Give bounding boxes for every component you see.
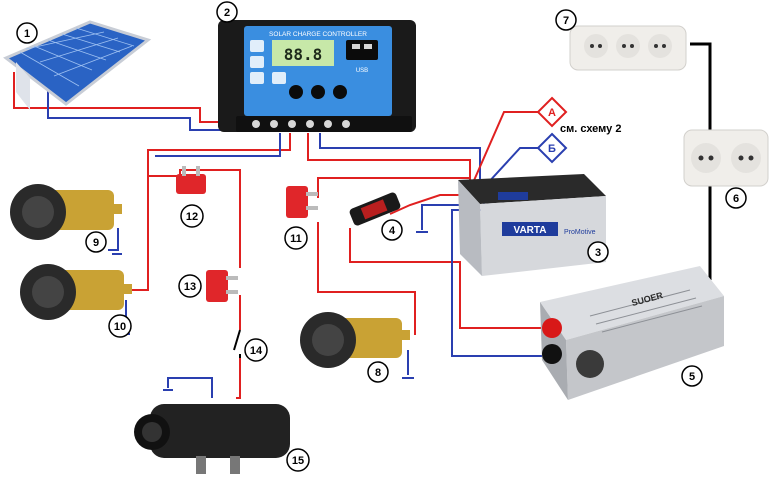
controller-button-right[interactable]: [333, 85, 347, 99]
wire-battery-fuse4: [389, 194, 470, 215]
callout-14: 14: [244, 338, 268, 362]
callout-6: 6: [725, 187, 747, 209]
callout-12: 12: [180, 204, 204, 228]
svg-text:9: 9: [93, 237, 99, 249]
svg-text:2: 2: [224, 7, 230, 19]
controller-title: SOLAR CHARGE CONTROLLER: [269, 31, 367, 38]
solar-panel: [3, 20, 152, 110]
marker-a-label: А: [548, 107, 556, 119]
svg-text:11: 11: [290, 233, 302, 245]
wire-marker-a: [471, 111, 540, 186]
wire-controller-load-negative: [155, 133, 281, 157]
marker-b: Б: [536, 132, 568, 164]
wire-ac-outlet6-outlet7: [690, 42, 712, 130]
svg-text:6: 6: [733, 193, 739, 205]
air-heater: [134, 404, 290, 474]
battery: VARTA ProMotive: [458, 174, 606, 276]
marker-a: А: [536, 96, 568, 128]
callout-9: 9: [85, 231, 107, 253]
wire-panel-positive: [13, 72, 245, 123]
callout-8: 8: [367, 361, 389, 383]
socket-10: [20, 264, 132, 320]
svg-text:12: 12: [186, 211, 198, 223]
wire-socket9-negative: [108, 228, 119, 251]
inverter-fan: [576, 350, 604, 378]
callout-10: 10: [108, 314, 132, 338]
svg-text:14: 14: [250, 345, 263, 357]
switch-14: [233, 329, 241, 358]
callout-7: 7: [555, 9, 577, 31]
wire-fuse12-socket9: [148, 169, 241, 268]
callout-13: 13: [178, 274, 202, 298]
wire-controller-load-positive: [130, 133, 291, 291]
callout-4: 4: [381, 219, 403, 241]
wire-marker-b: [485, 147, 540, 186]
fuse-11: [286, 186, 318, 218]
wire-fuse4-inverter-positive: [349, 228, 545, 329]
fuse-13: [206, 270, 238, 302]
inverter-terminal-negative[interactable]: [542, 344, 562, 364]
svg-text:4: 4: [389, 225, 396, 237]
inverter-terminal-positive[interactable]: [542, 318, 562, 338]
svg-text:15: 15: [292, 455, 304, 467]
svg-text:10: 10: [114, 321, 126, 333]
wire-battery-ground: [421, 204, 470, 230]
callout-11: 11: [284, 226, 308, 250]
scheme-note: см. схему 2: [560, 123, 621, 135]
controller-display: 88.8: [284, 45, 323, 64]
double-outlet: [683, 129, 769, 187]
svg-text:1: 1: [24, 28, 30, 40]
wire-switch14-heater: [236, 358, 241, 399]
svg-text:13: 13: [184, 281, 196, 293]
inverter: SUOER: [540, 266, 724, 400]
wires: [13, 42, 712, 399]
controller-usb-label: USB: [356, 68, 368, 74]
wire-heater-negative: [167, 377, 213, 398]
power-strip: [569, 25, 687, 71]
svg-text:3: 3: [595, 247, 601, 259]
socket-9: [10, 184, 122, 240]
callout-2: 2: [216, 1, 238, 23]
svg-text:5: 5: [689, 371, 695, 383]
svg-text:8: 8: [375, 367, 381, 379]
socket-8: [300, 312, 410, 368]
wire-panel-negative: [47, 82, 258, 131]
controller-button-left[interactable]: [289, 85, 303, 99]
svg-text:7: 7: [563, 15, 569, 27]
battery-brand: VARTA: [514, 225, 547, 236]
callout-5: 5: [681, 365, 703, 387]
marker-b-label: Б: [548, 143, 556, 155]
inline-fuse: [349, 192, 401, 226]
callout-1: 1: [16, 22, 38, 44]
fuse-12: [176, 166, 206, 194]
callout-3: 3: [587, 241, 609, 263]
callout-15: 15: [286, 448, 310, 472]
callouts: 1 2 3 4 5 6 7 8 9 10 11 12 13 14 15: [16, 1, 747, 472]
controller-button-middle[interactable]: [311, 85, 325, 99]
wire-fuse11-socket8: [317, 222, 416, 335]
wire-controller-battery-positive: [307, 133, 471, 185]
charge-controller: SOLAR CHARGE CONTROLLER 88.8 USB: [218, 20, 416, 132]
battery-line: ProMotive: [564, 229, 596, 236]
